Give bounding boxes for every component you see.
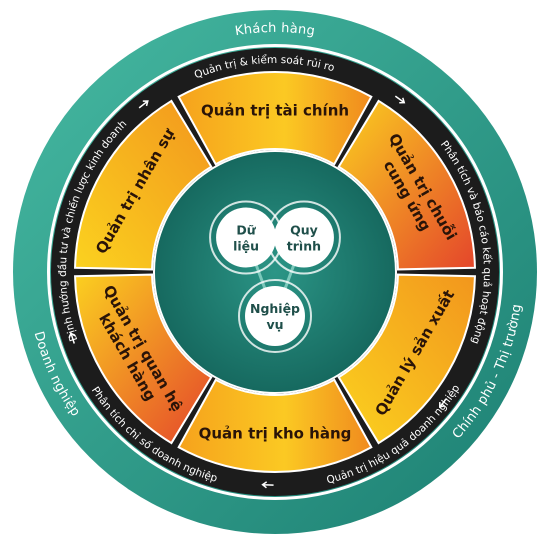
hub-node-label-line: liệu (233, 239, 259, 254)
band-arrow-icon (68, 331, 76, 344)
segment-4 (74, 273, 213, 445)
segment-3 (177, 378, 373, 473)
ring-label-khach-hang: Khách hàng (234, 21, 316, 39)
band-arrow-icon (438, 397, 448, 409)
segment-0 (177, 71, 373, 166)
hub-node-label-line: Dữ (236, 223, 256, 238)
hub-teal-disc (153, 150, 397, 394)
hub-node-2 (245, 286, 305, 346)
segment-label-line: Quản trị kho hàng (199, 425, 352, 443)
hub-node-label-line: Nghiệp (250, 301, 300, 316)
hub-node-0 (216, 207, 277, 268)
band-arrow-icon (261, 481, 274, 489)
band-arrow-icon (138, 100, 149, 109)
segment-2 (337, 273, 476, 445)
hub-node-1 (273, 207, 334, 268)
hub-node-label-line: vụ (266, 317, 283, 332)
band-arrow-icon (394, 95, 406, 104)
outer-ring-divider (47, 44, 503, 500)
segment-1 (337, 99, 476, 271)
ring-label-top: Khách hàng (234, 21, 316, 39)
segment-label-3: Quản trị kho hàng (199, 425, 352, 443)
hub-node-ring (238, 279, 312, 353)
hub-node-label-line: trình (287, 239, 321, 254)
band-arrows (68, 95, 448, 489)
hub-node-label-line: Quy (290, 223, 318, 238)
segment-5 (74, 99, 213, 271)
hub-node-ring (266, 200, 341, 275)
segment-label-0: Quản trị tài chính (201, 102, 349, 120)
segment-label-line: Quản trị tài chính (201, 102, 349, 120)
